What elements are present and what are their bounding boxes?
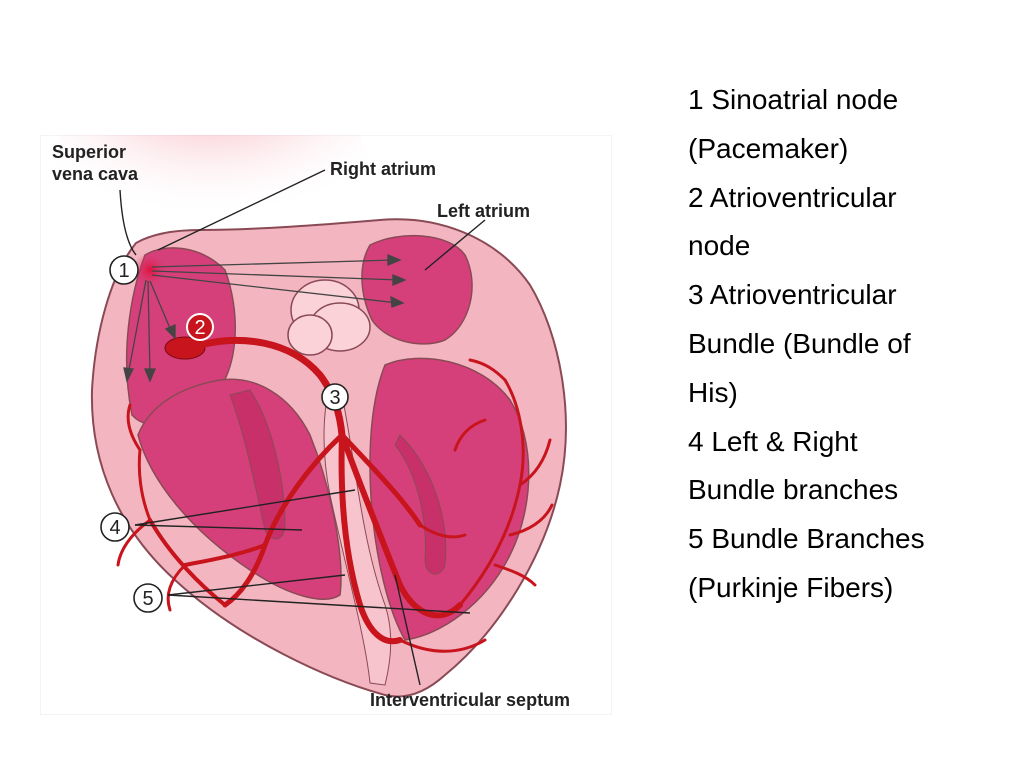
label-superior-vena-cava-line1: Superior	[52, 142, 126, 162]
atrioventricular-node	[164, 336, 206, 360]
conduction-pathway	[137, 337, 463, 645]
right-papillary-muscle	[229, 389, 286, 540]
legend-line: node	[688, 230, 751, 262]
marker-1: 1	[109, 255, 139, 285]
label-right-atrium: Right atrium	[330, 159, 436, 179]
label-left-atrium: Left atrium	[437, 201, 530, 221]
legend-line: Bundle branches	[688, 474, 899, 506]
legend-line: 2 Atrioventricular	[688, 181, 897, 213]
svg-text:1: 1	[118, 260, 129, 282]
impulse-arrows	[123, 254, 407, 383]
right-ventricle	[137, 378, 342, 600]
sinoatrial-node	[132, 252, 168, 288]
left-atrium-chamber	[361, 235, 473, 345]
heart-conduction-diagram: Superior vena cava Right atrium Left atr…	[40, 135, 612, 715]
marker-5: 5	[133, 583, 163, 613]
legend-line: 1 Sinoatrial node	[688, 84, 899, 115]
marker-2: 2	[186, 313, 214, 341]
label-superior-vena-cava-line2: vena cava	[52, 164, 139, 184]
aortic-valve	[287, 279, 371, 356]
purkinje-fibers	[116, 358, 554, 653]
marker-3: 3	[321, 383, 349, 411]
legend-text: 1 Sinoatrial node (Pacemaker) 2 Atrioven…	[688, 76, 1008, 613]
legend-line: His)	[688, 376, 738, 408]
svg-text:4: 4	[109, 517, 120, 539]
svg-text:2: 2	[194, 317, 205, 339]
legend-line: 3 Atrioventricular	[688, 279, 897, 311]
legend-line: (Pacemaker)	[688, 132, 849, 164]
legend-line: 4 Left & Right	[688, 425, 858, 457]
marker-4: 4	[100, 512, 130, 542]
label-pointers	[119, 169, 486, 686]
legend-line: 5 Bundle Branches	[688, 523, 925, 555]
legend-line: (Purkinje Fibers)	[688, 571, 894, 603]
left-papillary-muscle	[394, 434, 447, 575]
svg-text:3: 3	[329, 387, 340, 409]
legend-line: Bundle (Bundle of	[688, 327, 911, 359]
svg-text:5: 5	[142, 588, 153, 610]
label-interventricular-septum: Interventricular septum	[370, 690, 570, 710]
